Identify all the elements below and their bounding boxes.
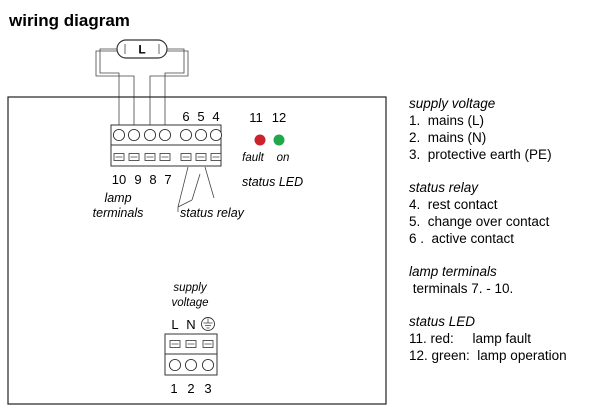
- legend: supply voltage 1. mains (L) 2. mains (N)…: [409, 96, 567, 363]
- legend-heading-supply-voltage: supply voltage: [409, 96, 495, 111]
- terminal-number-7: 7: [164, 172, 171, 187]
- lamp-terminals-label-line2: terminals: [93, 206, 144, 220]
- status-relay-label: status relay: [180, 206, 245, 220]
- terminal-number-4: 4: [212, 109, 219, 124]
- terminal-screw: [209, 128, 223, 142]
- protective-earth-icon: [201, 317, 215, 331]
- terminal-number-8: 8: [149, 172, 156, 187]
- lamp-symbol: L: [116, 39, 168, 59]
- supply-symbol-l: L: [171, 317, 178, 332]
- device-enclosure: [7, 96, 387, 405]
- supply-voltage-label-line2: voltage: [171, 297, 208, 309]
- legend-heading-status-led: status LED: [409, 314, 475, 329]
- led-number-12: 12: [272, 110, 286, 125]
- lamp-label: L: [138, 43, 145, 57]
- supply-screw: [201, 358, 215, 372]
- legend-item: 6 . active contact: [409, 231, 514, 246]
- led-number-11: 11: [249, 110, 263, 125]
- supply-number-1: 1: [170, 381, 177, 396]
- supply-symbol-n: N: [186, 317, 195, 332]
- lamp-terminals-label-line1: lamp: [104, 191, 131, 205]
- supply-number-3: 3: [204, 381, 211, 396]
- legend-item: 4. rest contact: [409, 197, 498, 212]
- fault-led: [254, 134, 266, 146]
- operation-led: [273, 134, 285, 146]
- fault-led-label: fault: [242, 152, 265, 164]
- legend-item: 2. mains (N): [409, 130, 486, 145]
- supply-terminal-block: [164, 333, 218, 376]
- terminal-screw: [143, 128, 157, 142]
- legend-item: 1. mains (L): [409, 113, 484, 128]
- operation-led-label: on: [277, 152, 290, 164]
- terminal-number-5: 5: [197, 109, 204, 124]
- supply-screw: [184, 358, 198, 372]
- legend-item: 12. green: lamp operation: [409, 348, 567, 363]
- supply-voltage-label-line1: supply: [173, 282, 207, 294]
- terminal-number-9: 9: [134, 172, 141, 187]
- legend-item: 3. protective earth (PE): [409, 147, 552, 162]
- terminal-screw: [179, 128, 193, 142]
- legend-item: 11. red: lamp fault: [409, 331, 531, 346]
- legend-item: 5. change over contact: [409, 214, 550, 229]
- legend-heading-lamp-terminals: lamp terminals: [409, 264, 497, 279]
- top-terminal-block: [110, 124, 223, 167]
- legend-heading-status-relay: status relay: [409, 180, 479, 195]
- terminal-screw: [127, 128, 141, 142]
- status-led-label: status LED: [242, 175, 303, 189]
- diagram-title: wiring diagram: [8, 11, 130, 30]
- supply-screw: [168, 358, 182, 372]
- terminal-screw: [112, 128, 126, 142]
- terminal-screw: [158, 128, 172, 142]
- status-relay-leader: [177, 166, 215, 212]
- terminal-screw: [194, 128, 208, 142]
- legend-item: terminals 7. - 10.: [409, 281, 513, 296]
- terminal-number-6: 6: [182, 109, 189, 124]
- supply-number-2: 2: [187, 381, 194, 396]
- terminal-number-10: 10: [112, 172, 126, 187]
- lamp-wires: [95, 48, 189, 127]
